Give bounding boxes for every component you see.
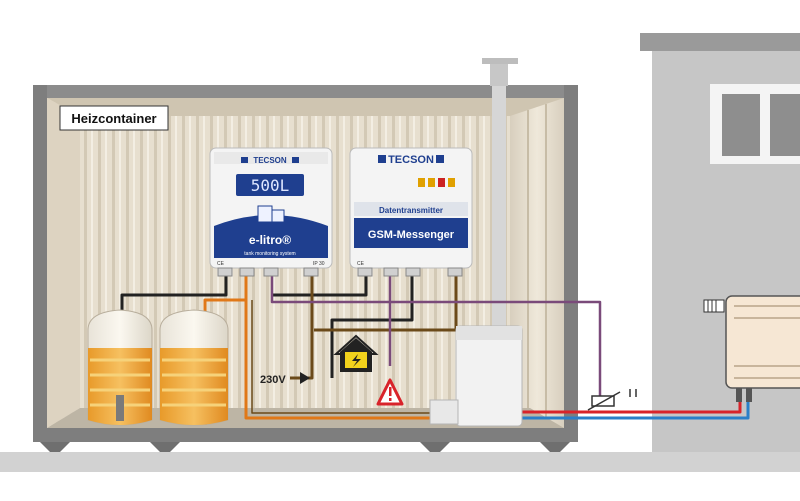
tecson-logo-square-right [292, 157, 299, 163]
chimney [482, 58, 518, 326]
tank-level-icon [257, 205, 285, 223]
elitro-brand: TECSON [253, 156, 287, 165]
elitro-blue-band [214, 215, 328, 258]
gsm-status-leds [418, 178, 455, 187]
gsm-product-name: GSM-Messenger [368, 229, 455, 241]
tecson-logo-square-left [378, 155, 386, 163]
elitro-device: TECSON 500L e-litro® tank monitoring sys… [209, 147, 333, 277]
tecson-logo-square-right [436, 155, 444, 163]
elitro-display [236, 174, 304, 196]
elitro-subtitle: tank monitoring system [244, 251, 295, 257]
gsm-blue-band [354, 218, 468, 248]
oil-tank-left [87, 309, 153, 426]
container-label-text: Heizcontainer [71, 111, 156, 126]
radiator-icon [703, 295, 800, 402]
elitro-ip-rating: IP 30 [313, 261, 325, 267]
status-led [418, 178, 425, 187]
gsm-category: Datentransmitter [379, 206, 443, 215]
tecson-logo-square-left [241, 157, 248, 163]
container-label: Heizcontainer [59, 105, 169, 131]
status-led [438, 178, 445, 187]
status-led [448, 178, 455, 187]
gsm-messenger-device: TECSON Datentransmitter GSM-Messenger CE [349, 147, 473, 277]
adjacent-building [640, 33, 800, 461]
temperature-sensor-icon [587, 389, 637, 411]
ground [0, 452, 800, 472]
oil-tank-right [159, 309, 229, 426]
gsm-brand: TECSON [388, 154, 434, 166]
elitro-product-name: e-litro® [249, 233, 291, 247]
alarm-warning-icon [376, 378, 404, 406]
boiler [429, 325, 523, 427]
elitro-display-value: 500L [251, 176, 290, 195]
gsm-ce-mark: CE [357, 261, 365, 267]
elitro-ce-mark: CE [217, 261, 225, 267]
power-feed: 230V [260, 372, 310, 386]
house-power-warning-icon [333, 334, 379, 372]
power-label: 230V [260, 374, 286, 386]
status-led [428, 178, 435, 187]
